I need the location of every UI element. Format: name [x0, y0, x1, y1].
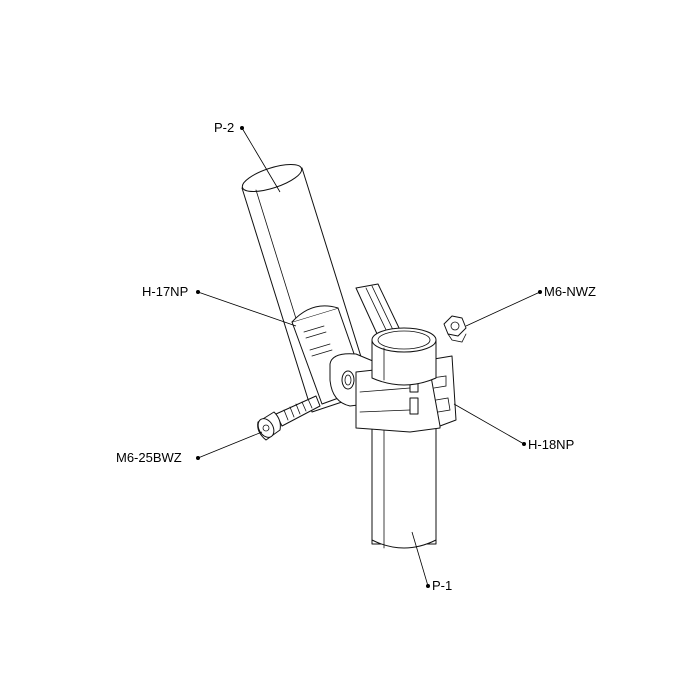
label-p2: P-2 — [214, 120, 234, 135]
leader-h18np — [453, 403, 526, 446]
nut-m6nwz — [443, 315, 467, 343]
label-m625bwz: M6-25BWZ — [116, 450, 182, 465]
pipe-p1 — [371, 419, 437, 549]
label-h17np: H-17NP — [142, 284, 188, 299]
label-h18np: H-18NP — [528, 437, 574, 452]
leader-m625bwz — [196, 431, 263, 460]
leader-p1 — [411, 531, 430, 588]
leader-h17np — [196, 290, 297, 327]
screw-m625bwz — [257, 395, 321, 441]
leader-p2 — [240, 126, 281, 193]
label-m6nwz: M6-NWZ — [544, 284, 596, 299]
pipe-p1-top — [371, 327, 437, 386]
label-p1: P-1 — [432, 578, 452, 593]
leader-m6nwz — [465, 290, 542, 327]
